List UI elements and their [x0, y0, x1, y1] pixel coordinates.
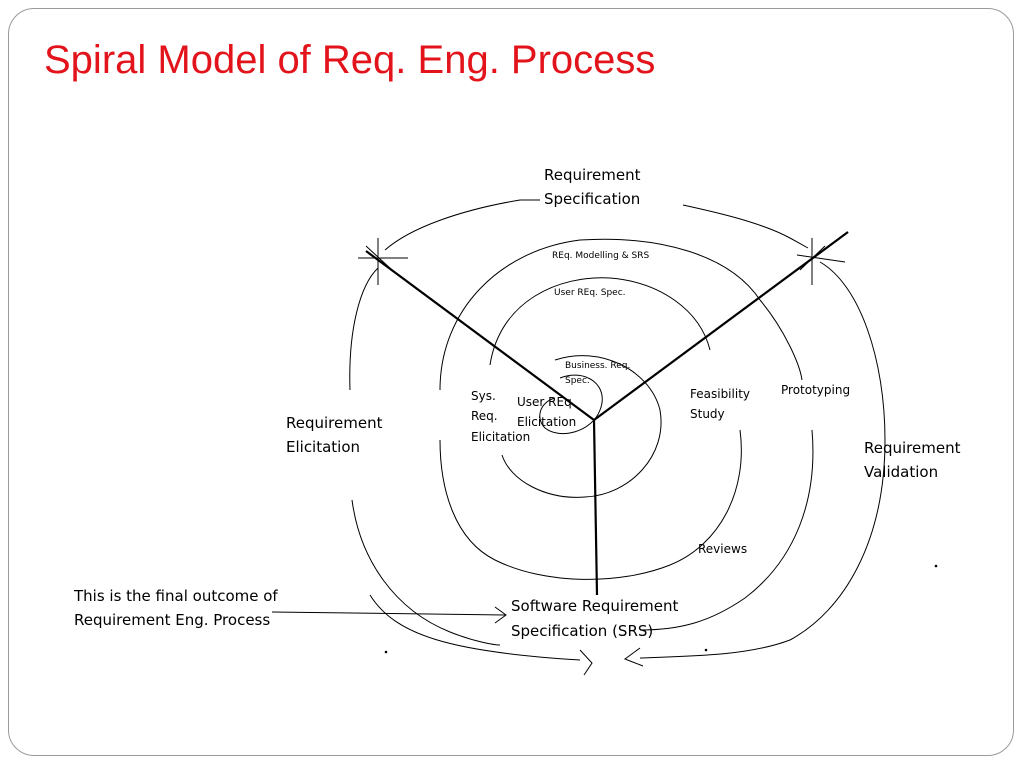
- label-requirement-specification-line1: Requirement: [544, 166, 641, 184]
- label-business-req-spec-line1: Business. Req.: [565, 361, 630, 371]
- outcome-arrow-line: [271, 611, 506, 616]
- label-requirement-elicitation-line2: Elicitation: [286, 438, 360, 456]
- label-sys-req-elicitation-line2: Req.: [471, 409, 498, 423]
- label-outcome-note-line1: This is the final outcome of: [73, 587, 278, 605]
- label-user-req-elicitation-line1: User REq.: [517, 395, 576, 409]
- spiral-curve-middle-topright: [759, 299, 803, 381]
- axis-end-marks: [358, 238, 846, 285]
- spiral-curve-outer-topright: [682, 204, 809, 249]
- label-requirement-validation-line2: Validation: [864, 463, 938, 481]
- label-requirement-specification-line2: Specification: [544, 190, 640, 208]
- label-req-modelling-srs: REq. Modelling & SRS: [552, 251, 650, 261]
- label-feasibility-study-line1: Feasibility: [690, 387, 750, 401]
- outcome-arrowhead: [494, 606, 507, 624]
- stray-dot: [934, 564, 938, 568]
- spiral-curve-outer-left-bottom: [351, 499, 501, 646]
- label-srs-line2: Specification (SRS): [511, 622, 653, 640]
- spiral-curve-outer-left: [349, 267, 379, 391]
- spiral-curve-inner: [501, 355, 662, 498]
- spiral-curve-outermost-left-bottom: [369, 594, 581, 661]
- label-requirement-elicitation-line1: Requirement: [286, 414, 383, 432]
- left-end-mark: [358, 238, 408, 285]
- label-requirement-validation-line1: Requirement: [864, 439, 961, 457]
- label-business-req-spec-line2: Spec.: [565, 376, 590, 386]
- label-user-req-spec: User REq. Spec.: [554, 288, 626, 298]
- label-srs-line1: Software Requirement: [511, 597, 678, 615]
- spiral-axes: [365, 231, 849, 596]
- spiral-curve-outer-top: [384, 199, 540, 251]
- spiral-curve-middle-right: [439, 429, 742, 580]
- axis-bottom: [592, 419, 599, 596]
- stray-dot: [384, 650, 388, 654]
- label-sys-req-elicitation-line3: Elicitation: [471, 430, 530, 444]
- spiral-curve-outermost-right: [639, 261, 886, 659]
- stray-dot: [704, 648, 708, 652]
- label-prototyping: Prototyping: [781, 383, 850, 397]
- label-feasibility-study-line2: Study: [690, 407, 725, 421]
- axis-left: [365, 250, 595, 421]
- spiral-curves: [349, 199, 886, 661]
- slide-title: Spiral Model of Req. Eng. Process: [44, 38, 656, 82]
- outcome-arrow: [271, 606, 507, 624]
- arrowhead-left: [579, 649, 593, 676]
- srs-arrowheads: [579, 647, 644, 676]
- label-sys-req-elicitation-line1: Sys.: [471, 389, 496, 403]
- spiral-curve-inner-top: [489, 277, 711, 366]
- label-reviews: Reviews: [698, 542, 747, 556]
- spiral-curve-middle: [439, 238, 761, 391]
- arrowhead-right: [623, 647, 644, 667]
- label-user-req-elicitation-line2: Elicitation: [517, 415, 576, 429]
- slide-frame: [8, 8, 1014, 756]
- spiral-curve-outer-right: [639, 429, 814, 631]
- right-end-mark: [796, 238, 846, 285]
- axis-right: [593, 231, 849, 421]
- label-outcome-note-line2: Requirement Eng. Process: [74, 611, 270, 629]
- spiral-curve-innermost: [539, 374, 603, 435]
